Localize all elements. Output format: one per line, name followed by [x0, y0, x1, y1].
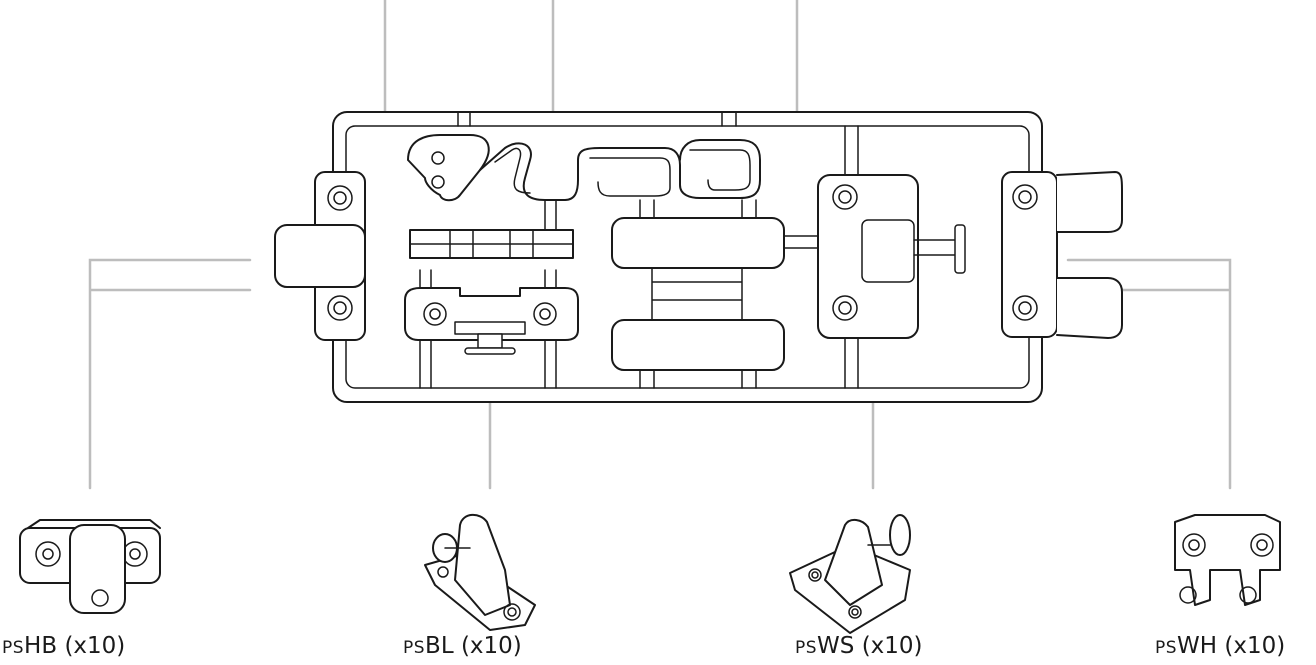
label-psbl-code: BL	[425, 633, 454, 659]
hb-illustration	[19, 519, 161, 614]
center-rollers	[611, 217, 819, 371]
label-pshb: PSHB (x10)	[2, 630, 125, 662]
bar-grid	[409, 229, 574, 259]
label-pswh-prefix: PS	[1155, 638, 1178, 658]
label-pswh: PSWH (x10)	[1155, 630, 1285, 662]
label-pswh-code: WH	[1177, 633, 1218, 659]
hb-part-on-sprue	[274, 171, 366, 341]
label-pshb-prefix: PS	[2, 638, 25, 658]
label-pshb-qty: (x10)	[64, 633, 126, 659]
label-psws: PSWS (x10)	[795, 630, 923, 662]
label-psbl-qty: (x10)	[460, 633, 522, 659]
label-psws-code: WS	[817, 633, 855, 659]
bl-part-on-sprue	[404, 287, 579, 355]
label-psws-qty: (x10)	[861, 633, 923, 659]
callout-line-hb	[88, 258, 252, 490]
label-psbl: PSBL (x10)	[403, 630, 522, 662]
label-pswh-qty: (x10)	[1224, 633, 1286, 659]
wh-illustration	[1174, 514, 1281, 606]
wh-part-on-sprue	[1001, 171, 1123, 339]
ws-part-on-sprue	[817, 174, 966, 339]
s-runner	[407, 134, 761, 202]
label-psws-prefix: PS	[795, 638, 818, 658]
label-psbl-prefix: PS	[403, 638, 426, 658]
bl-illustration	[424, 513, 536, 631]
ws-illustration	[789, 514, 911, 634]
label-pshb-code: HB	[24, 633, 58, 659]
